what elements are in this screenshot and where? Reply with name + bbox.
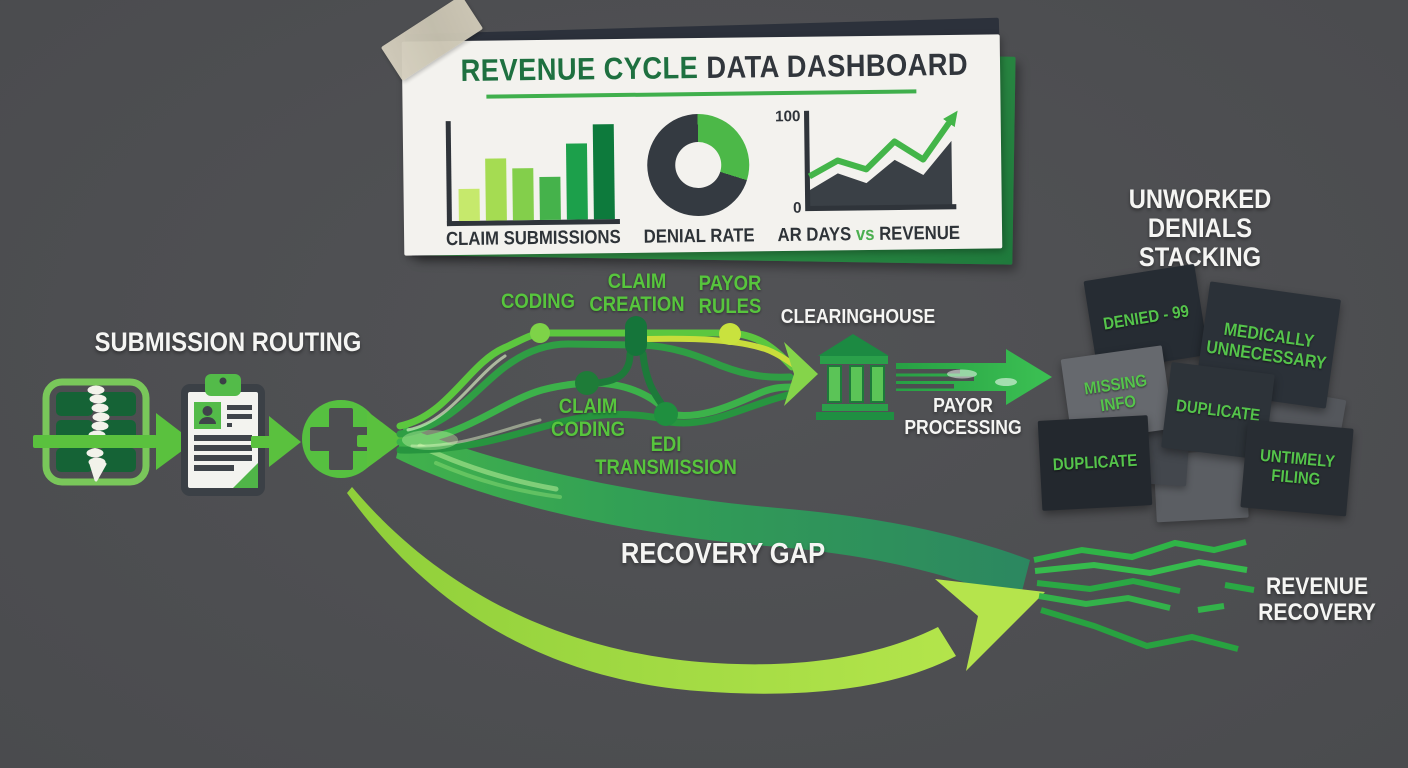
title-underline [486, 89, 917, 99]
coding-node [530, 323, 550, 343]
recovery-gap-ribbon [396, 426, 1030, 603]
dashboard-title: REVENUE CYCLE DATA DASHBOARD [426, 47, 976, 90]
y-tick-0: 0 [793, 200, 802, 217]
bar-chart-bars [450, 119, 615, 221]
line-chart-title: AR DAYS vs REVENUE [777, 222, 960, 247]
denial-card-duplicate-2: DUPLICATE [1037, 415, 1153, 511]
axis [804, 110, 957, 212]
claim-coding-node [575, 371, 599, 395]
revenue-recovery-strands [1033, 539, 1255, 652]
dashboard-card: REVENUE CYCLE DATA DASHBOARD CLAIM SUBMI… [401, 34, 1003, 256]
denial-card-untimely-filing: UNTIMELY FILING [1240, 419, 1354, 517]
bar [484, 158, 507, 221]
payor-processing-arrow [896, 349, 1052, 405]
area-series [809, 140, 953, 209]
donut-chart-title: DENIAL RATE [643, 225, 755, 248]
payor-rules-label: PAYOR RULES [698, 272, 762, 318]
routing-arrow-icon [357, 411, 405, 468]
denial-rate-chart: DENIAL RATE [634, 105, 762, 249]
ar-days-revenue-chart: 100 0 AR DAYS vs REVENUE [763, 103, 972, 248]
edi-transmission-node [654, 402, 678, 426]
dashboard-title-rest: DATA DASHBOARD [706, 46, 969, 85]
bar [511, 168, 534, 221]
claim-submissions-chart: CLAIM SUBMISSIONS [433, 107, 633, 251]
bar [592, 124, 615, 220]
bar [458, 188, 480, 221]
recovery-swoosh-arrow-body [347, 487, 956, 694]
clearinghouse-label: CLEARINGHOUSE [780, 306, 936, 328]
payor-rules-node [719, 323, 741, 345]
charts-row: CLAIM SUBMISSIONS DENIAL RATE [427, 103, 979, 252]
routing-arrow-icon [33, 413, 194, 470]
y-tick-100: 100 [775, 108, 801, 125]
unworked-denials-title: UNWORKED DENIALS STACKING [1128, 184, 1272, 273]
spine-chart-icon [42, 378, 150, 486]
donut-hole [674, 141, 722, 189]
glow [402, 430, 458, 450]
routing-arrow-icon [251, 416, 301, 467]
revenue-recovery-label: REVENUE RECOVERY [1258, 573, 1376, 626]
patient-record-clipboard-icon [181, 374, 265, 496]
payor-processing-label: PAYOR PROCESSING [904, 395, 1022, 439]
claim-coding-label: CLAIM CODING [551, 395, 625, 441]
claim-routing-paths [396, 329, 801, 454]
line-series [808, 110, 958, 180]
submission-routing-title: SUBMISSION ROUTING [94, 327, 362, 357]
recovery-swoosh-arrowhead [935, 579, 1045, 671]
line-chart-svg: 100 0 [775, 108, 958, 217]
ribbon-highlight-streak [434, 461, 562, 499]
claim-creation-node [625, 316, 647, 356]
medical-cross-icon [302, 400, 380, 478]
donut-chart [646, 113, 750, 217]
dashboard-title-highlight: REVENUE CYCLE [460, 50, 699, 88]
bar-chart-title: CLAIM SUBMISSIONS [445, 227, 621, 251]
bar-chart-axis [445, 119, 620, 227]
clearinghouse-inbound-arrowhead [784, 342, 818, 406]
claim-creation-label: CLAIM CREATION [589, 270, 685, 316]
bar [565, 143, 588, 220]
bank-icon [816, 334, 894, 420]
edi-transmission-label: EDI TRANSMISSION [595, 433, 737, 479]
bar [539, 176, 561, 220]
coding-label: CODING [501, 290, 575, 313]
recovery-gap-label: RECOVERY GAP [620, 538, 826, 570]
